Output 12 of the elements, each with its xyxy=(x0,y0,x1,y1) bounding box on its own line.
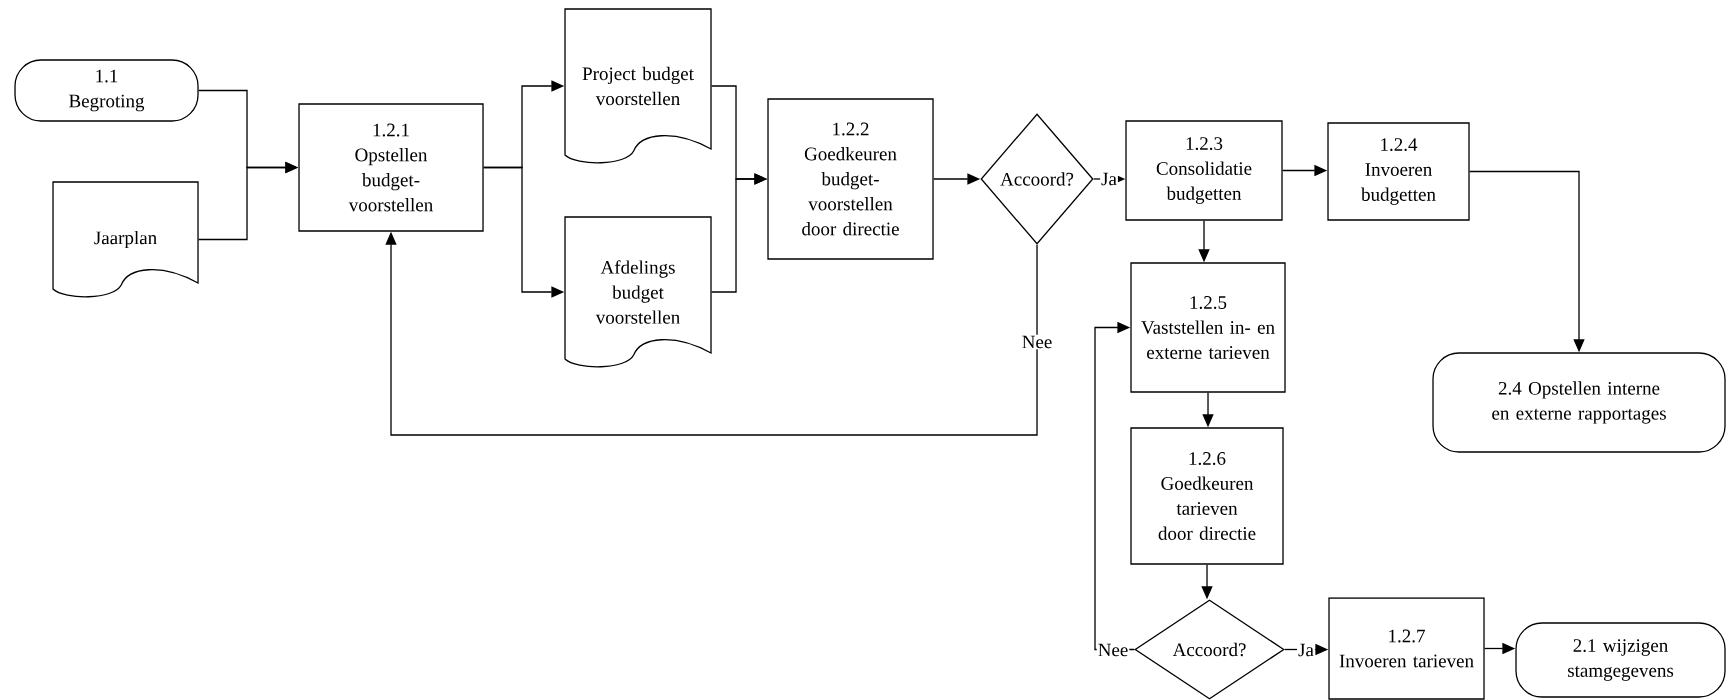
process-box: 1.2.6 Goedkeuren tarieven door directie xyxy=(1130,427,1284,565)
edge-label: Nee xyxy=(1096,642,1130,658)
process-box: 1.2.3 Consolidatie budgetten xyxy=(1125,120,1283,221)
arrow xyxy=(1094,321,1135,651)
process-box: 1.2.2 Goedkeuren budget- voorstellen door directie xyxy=(767,98,934,260)
process-box: 1.2.1 Opstellen budget- voorstellen xyxy=(298,103,484,232)
process-box: 1.2.7 Invoeren tarieven xyxy=(1328,597,1485,700)
edge-label: Nee xyxy=(1020,334,1054,350)
edge-label: Ja xyxy=(1297,642,1315,658)
process-box: 1.2.4 Invoeren budgetten xyxy=(1327,122,1470,221)
edge-label: Ja xyxy=(1100,171,1118,187)
process-box: 1.2.5 Vaststellen in- en externe tarieven xyxy=(1130,262,1286,393)
